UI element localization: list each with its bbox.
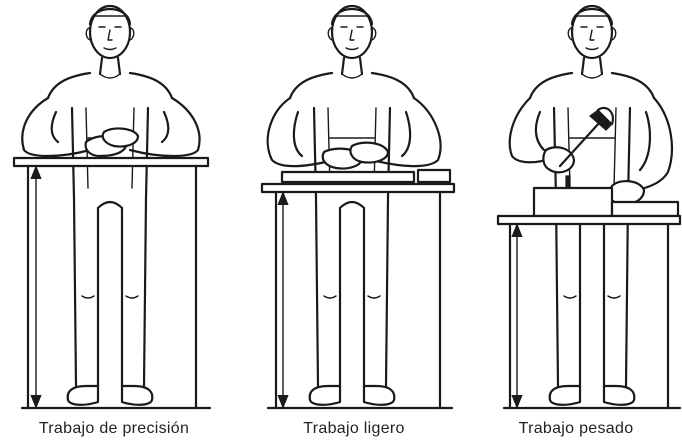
caption-heavy-work: Trabajo pesado [466, 420, 682, 438]
panel-precision-work [14, 6, 210, 408]
panel-light-work [262, 6, 454, 408]
caption-precision-work: Trabajo de precisión [4, 420, 224, 438]
caption-light-work: Trabajo ligero [244, 420, 464, 438]
panel-heavy-work [498, 6, 680, 408]
